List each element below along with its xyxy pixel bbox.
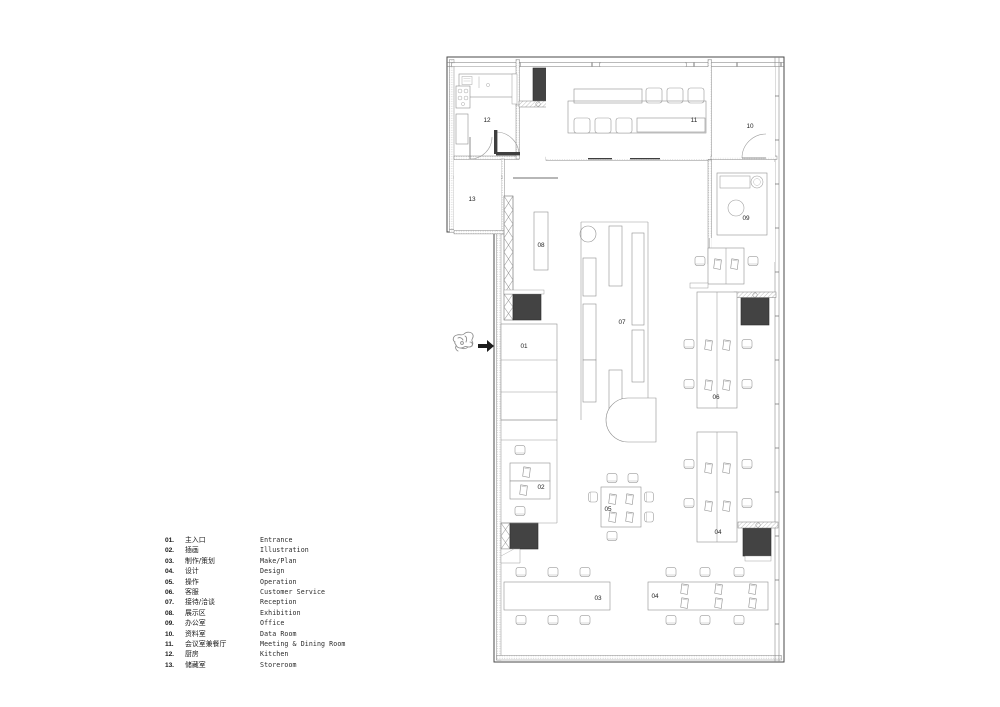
- legend-row: 09. 办公室 Office: [165, 617, 395, 627]
- kitchen-door: [494, 130, 520, 156]
- room-04-design-vertical: [683, 431, 753, 543]
- room-07-reception: [579, 221, 657, 443]
- legend-row: 11. 会议室兼餐厅 Meeting & Dining Room: [165, 638, 395, 648]
- legend-row: 06. 客服 Customer Service: [165, 586, 395, 596]
- room-label-10: 10: [746, 123, 754, 130]
- legend-label-cn: 资料室: [185, 629, 206, 638]
- legend-row: 01. 主入口 Entrance: [165, 534, 395, 544]
- legend-label-cn: 展示区: [185, 608, 206, 617]
- legend-label-en: Design: [260, 567, 285, 576]
- top-window-wall: [447, 62, 784, 67]
- legend: 01. 主入口 Entrance 02. 插画 Illustration 03. 制作/策划 M…: [165, 534, 395, 669]
- legend-row: 03. 制作/策划 Make/Plan: [165, 555, 395, 565]
- entrance-marker: [452, 331, 494, 352]
- column-mid-right: [733, 291, 777, 326]
- bottom-left-nook: [500, 548, 521, 564]
- room-label-09: 09: [742, 215, 750, 222]
- legend-label-en: Meeting & Dining Room: [260, 639, 346, 648]
- room-01-entrance: [500, 323, 558, 421]
- room-11-meeting-dining: [546, 67, 710, 160]
- legend-number: 09.: [165, 620, 174, 628]
- room-06-customer-service: [683, 247, 759, 409]
- legend-label-en: Reception: [260, 598, 297, 607]
- room-02-illustration: [501, 420, 558, 524]
- column-mid-left: [503, 289, 545, 321]
- legend-label-cn: 插画: [185, 546, 199, 555]
- legend-number: 01.: [165, 537, 174, 544]
- legend-number: 12.: [165, 651, 174, 659]
- legend-number: 08.: [165, 609, 174, 617]
- room-05-operation: [588, 473, 654, 541]
- legend-label-en: Storeroom: [260, 660, 297, 669]
- legend-label-cn: 会议室兼餐厅: [185, 639, 227, 648]
- legend-label-en: Operation: [260, 577, 297, 586]
- legend-number: 05.: [165, 578, 174, 586]
- room-10-data-room: [712, 67, 775, 159]
- room-label-12: 12: [483, 117, 491, 124]
- room-label-06: 06: [712, 394, 720, 401]
- room-number-labels: 01 02 03 04 04 05 06 07 08 09 10 11 12 13: [468, 117, 754, 602]
- legend-row: 07. 接待/洽谈 Reception: [165, 596, 395, 606]
- legend-row: 08. 展示区 Exhibition: [165, 607, 395, 617]
- room-label-04b: 04: [651, 593, 659, 600]
- legend-label-cn: 厨房: [185, 650, 199, 659]
- legend-number: 10.: [165, 630, 174, 638]
- room-13-storeroom: [454, 160, 501, 230]
- legend-number: 04.: [165, 568, 174, 576]
- legend-label-en: Data Room: [260, 629, 297, 638]
- column-low-right: [737, 521, 779, 562]
- room-label-08: 08: [537, 242, 545, 249]
- room-label-13: 13: [468, 196, 476, 203]
- legend-row: 04. 设计 Design: [165, 565, 395, 575]
- room-12-kitchen: [455, 73, 518, 160]
- legend-row: 13. 储藏室 Storeroom: [165, 659, 395, 669]
- room-08-exhibition: [513, 177, 558, 271]
- legend-label-cn: 主入口: [185, 536, 206, 544]
- room-label-02: 02: [537, 484, 545, 491]
- room-label-03: 03: [594, 595, 602, 602]
- legend-number: 03.: [165, 557, 174, 565]
- room-label-11: 11: [691, 117, 698, 124]
- legend-label-en: Customer Service: [260, 587, 326, 596]
- room-04-design-horizontal: [647, 567, 769, 625]
- legend-number: 02.: [165, 547, 174, 555]
- entrance-arrow-icon: [478, 340, 494, 352]
- legend-label-cn: 客服: [185, 587, 199, 596]
- legend-row: 12. 厨房 Kitchen: [165, 648, 395, 658]
- room-label-05: 05: [604, 506, 612, 513]
- legend-number: 11.: [165, 640, 174, 648]
- room-label-07: 07: [618, 319, 626, 326]
- room-label-01: 01: [520, 343, 528, 350]
- legend-label-en: Office: [260, 619, 285, 628]
- legend-row: 10. 资料室 Data Room: [165, 628, 395, 638]
- column-low-left: [509, 522, 539, 550]
- legend-label-en: Exhibition: [260, 608, 301, 617]
- legend-number: 07.: [165, 599, 174, 607]
- room-label-04a: 04: [714, 529, 722, 536]
- legend-label-en: Entrance: [260, 536, 293, 544]
- legend-label-cn: 设计: [185, 567, 199, 576]
- legend-row: 02. 插画 Illustration: [165, 544, 395, 554]
- legend-label-en: Make/Plan: [260, 556, 297, 565]
- legend-label-cn: 制作/策划: [185, 556, 215, 565]
- legend-row: 05. 操作 Operation: [165, 576, 395, 586]
- legend-label-en: Illustration: [260, 546, 309, 555]
- legend-label-cn: 接待/洽谈: [185, 598, 215, 607]
- legend-label-en: Kitchen: [260, 650, 289, 659]
- legend-number: 13.: [165, 661, 174, 669]
- legend-label-cn: 储藏室: [185, 660, 206, 669]
- legend-number: 06.: [165, 588, 174, 596]
- room-03-make-plan: [503, 567, 611, 625]
- legend-label-cn: 办公室: [185, 619, 206, 628]
- room-09-office: [707, 162, 775, 262]
- legend-label-cn: 操作: [185, 577, 199, 586]
- hand-drawn-figure-icon: [452, 331, 474, 352]
